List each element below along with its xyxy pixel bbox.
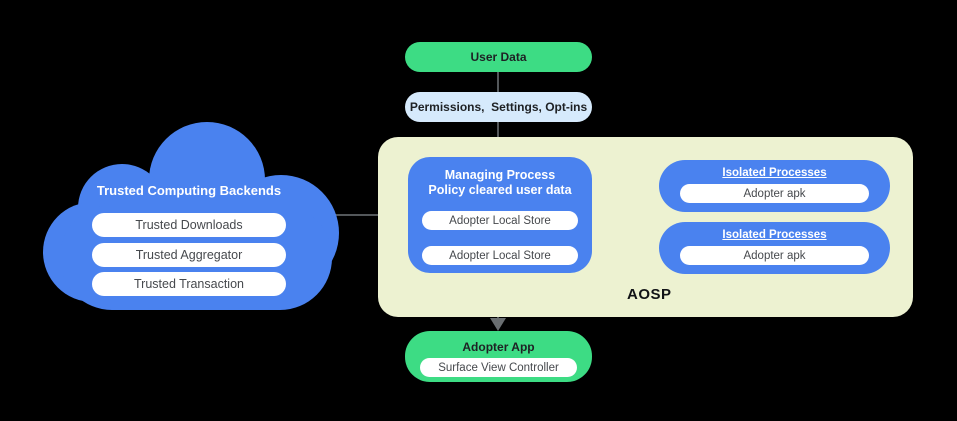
adopter-local-store-1: Adopter Local Store [422,211,578,230]
cloud-item-trusted-aggregator: Trusted Aggregator [92,243,286,267]
cloud-title: Trusted Computing Backends [96,183,282,198]
managing-process-title-line2: Policy cleared user data [428,183,572,197]
adopter-app-title: Adopter App [462,340,535,354]
connector-cloud-managing [331,214,409,216]
adopter-app-box: Adopter App Surface View Controller [405,331,592,382]
permissions-node: Permissions, Settings, Opt-ins [405,92,592,122]
aosp-label: AOSP [627,286,672,303]
isolated-processes-box-1: Isolated Processes Adopter apk [659,160,890,212]
isolated-processes-title-1: Isolated Processes [722,167,827,179]
adopter-apk-2: Adopter apk [680,246,869,265]
cloud-item-trusted-downloads: Trusted Downloads [92,213,286,237]
cloud-item-trusted-transaction: Trusted Transaction [92,272,286,296]
connector-userdata-permissions [497,72,499,92]
adopter-local-store-2: Adopter Local Store [422,246,578,265]
isolated-processes-box-2: Isolated Processes Adopter apk [659,222,890,274]
managing-process-box: Managing Process Policy cleared user dat… [408,157,592,273]
surface-view-controller: Surface View Controller [420,358,577,377]
arrow-down-icon [490,318,506,331]
user-data-node: User Data [405,42,592,72]
managing-process-title-line1: Managing Process [444,168,556,182]
isolated-processes-title-2: Isolated Processes [722,229,827,241]
adopter-apk-1: Adopter apk [680,184,869,203]
